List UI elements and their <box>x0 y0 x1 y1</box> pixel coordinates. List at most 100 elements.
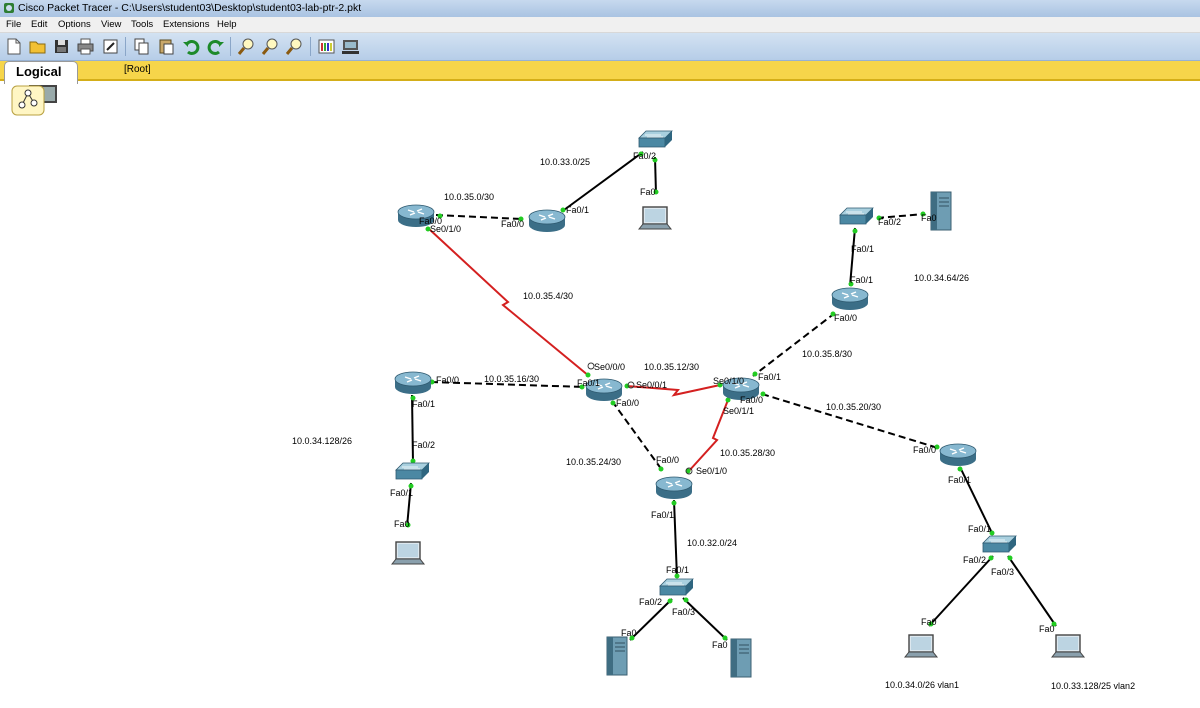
custom-device-icon[interactable] <box>340 36 361 57</box>
server-1[interactable] <box>930 191 952 231</box>
port-label: Fa0/1 <box>851 244 875 254</box>
port-label: Se0/1/0 <box>713 376 745 386</box>
port-label: Se0/0/0 <box>594 362 626 372</box>
port-label: Fa0/0 <box>616 398 640 408</box>
port-label: Se0/0/1 <box>636 380 668 390</box>
menu-help[interactable]: Help <box>217 19 237 30</box>
port-label: Se0/1/0 <box>696 466 728 476</box>
port-label: Fa0/1 <box>566 205 590 215</box>
router-r5[interactable] <box>655 476 693 500</box>
port-label: Fa0 <box>640 187 656 197</box>
port-label: Fa0 <box>921 617 937 627</box>
menu-extensions[interactable]: Extensions <box>163 19 210 30</box>
save-icon[interactable] <box>51 36 72 57</box>
zoom-out-icon[interactable] <box>284 36 305 57</box>
network-label: 10.0.35.0/30 <box>444 192 495 202</box>
server-3[interactable] <box>730 638 752 678</box>
router-r4[interactable] <box>394 371 432 395</box>
switch-s5[interactable] <box>982 535 1017 553</box>
window-title: Cisco Packet Tracer - C:\Users\student03… <box>18 2 362 14</box>
menu-tools[interactable]: Tools <box>131 19 154 30</box>
port-label: Fa0/2 <box>878 217 902 227</box>
workspace-bar <box>0 61 1200 81</box>
router-r3[interactable] <box>831 287 869 311</box>
port-label: Fa0/1 <box>948 475 972 485</box>
port-label: Fa0/0 <box>436 375 460 385</box>
pc-laptop-4[interactable] <box>1051 634 1085 658</box>
server-2[interactable] <box>606 636 628 676</box>
port-label: Fa0 <box>621 628 637 638</box>
clock-icons <box>587 362 693 475</box>
network-label: 10.0.35.24/30 <box>566 457 622 467</box>
port-label: Se0/1/1 <box>723 406 755 416</box>
logical-tab-label: Logical <box>16 64 62 79</box>
pc-laptop-3[interactable] <box>904 634 938 658</box>
port-status-lights <box>405 151 1057 641</box>
ethernet-links <box>406 151 1057 641</box>
port-label: Fa0/2 <box>633 151 657 161</box>
root-path-label[interactable]: [Root] <box>124 64 151 75</box>
zoom-reset-icon[interactable] <box>260 36 281 57</box>
network-label: 10.0.35.8/30 <box>802 349 853 359</box>
pc-laptop-1[interactable] <box>638 206 672 230</box>
port-label: Fa0/0 <box>501 219 525 229</box>
port-label: Fa0/1 <box>850 275 874 285</box>
port-label: Fa0/1 <box>577 378 601 388</box>
port-label: Fa0/2 <box>963 555 987 565</box>
network-label: 10.0.33.0/25 <box>540 157 591 167</box>
port-label: Fa0/0 <box>834 313 858 323</box>
port-label: Fa0/0 <box>913 445 937 455</box>
logical-tab[interactable] <box>4 61 78 84</box>
navigation-panel-icon[interactable] <box>11 82 61 116</box>
port-label: Fa0/1 <box>412 399 436 409</box>
title-bar: Cisco Packet Tracer - C:\Users\student03… <box>0 0 1200 17</box>
network-label: 10.0.34.128/26 <box>292 436 353 446</box>
network-label: 10.0.34.0/26 vlan1 <box>885 680 960 690</box>
network-label: 10.0.35.12/30 <box>644 362 700 372</box>
port-label: Fa0/2 <box>639 597 663 607</box>
port-label: Fa0/0 <box>419 216 443 226</box>
port-label: Fa0/1 <box>666 565 690 575</box>
redo-icon[interactable] <box>205 36 226 57</box>
wizard-icon[interactable] <box>100 36 121 57</box>
network-label: 10.0.35.28/30 <box>720 448 776 458</box>
network-label: 10.0.34.64/26 <box>914 273 970 283</box>
logical-workspace[interactable]: 10.0.33.0/25 10.0.35.0/30 10.0.35.4/30 1… <box>0 81 1200 708</box>
paste-icon[interactable] <box>156 36 177 57</box>
zoom-in-icon[interactable] <box>236 36 257 57</box>
switch-s2[interactable] <box>839 207 874 225</box>
port-label: Fa0/1 <box>651 510 675 520</box>
palette-icon[interactable] <box>316 36 337 57</box>
port-label: Fa0/3 <box>991 567 1015 577</box>
port-label: Fa0 <box>394 519 410 529</box>
network-label: 10.0.35.20/30 <box>826 402 882 412</box>
port-label: Se0/1/0 <box>430 224 462 234</box>
print-icon[interactable] <box>75 36 96 57</box>
port-label: Fa0/3 <box>672 607 696 617</box>
network-label: 10.0.33.128/25 vlan2 <box>1051 681 1136 691</box>
switch-s3[interactable] <box>395 462 430 480</box>
network-label: 10.0.35.4/30 <box>523 291 574 301</box>
port-label: Fa0/1 <box>390 488 414 498</box>
port-label: Fa0 <box>1039 624 1055 634</box>
menu-edit[interactable]: Edit <box>31 19 48 30</box>
undo-icon[interactable] <box>181 36 202 57</box>
toolbar <box>0 33 1200 61</box>
menu-bar: File Edit Options View Tools Extensions … <box>0 17 1200 33</box>
port-label: Fa0/1 <box>968 524 992 534</box>
copy-icon[interactable] <box>131 36 152 57</box>
router-r6[interactable] <box>939 443 977 467</box>
network-label: 10.0.35.16/30 <box>484 374 540 384</box>
port-label: Fa0 <box>712 640 728 650</box>
router-r2[interactable] <box>528 209 566 233</box>
switch-s1[interactable] <box>638 130 673 148</box>
open-icon[interactable] <box>27 36 48 57</box>
new-icon[interactable] <box>3 36 24 57</box>
menu-view[interactable]: View <box>101 19 122 30</box>
port-label: Fa0 <box>921 213 937 223</box>
pc-laptop-2[interactable] <box>391 541 425 565</box>
switch-s4[interactable] <box>659 578 694 596</box>
port-label: Fa0/0 <box>656 455 680 465</box>
menu-file[interactable]: File <box>6 19 22 30</box>
menu-options[interactable]: Options <box>58 19 91 30</box>
